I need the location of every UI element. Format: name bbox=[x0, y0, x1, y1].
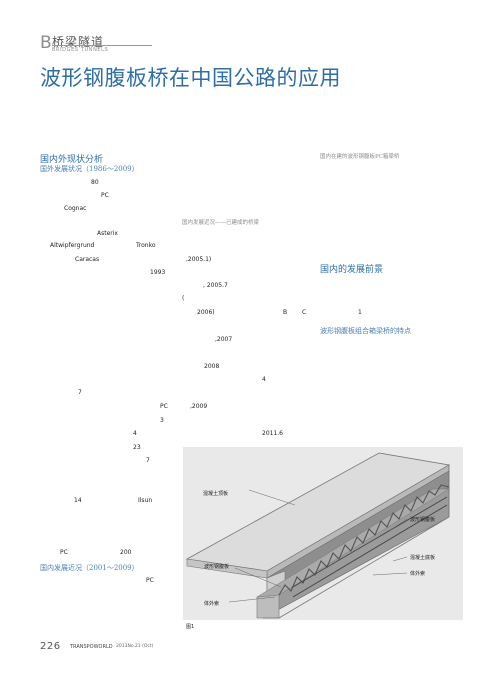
text-fragment: 4 bbox=[262, 376, 266, 383]
heading-foreign-development: 国外发展状况（1986～2009） bbox=[40, 165, 139, 173]
section-rule bbox=[52, 45, 152, 46]
text-fragment: 7 bbox=[78, 389, 82, 396]
text-fragment: 14 bbox=[74, 497, 82, 504]
page-number: 226 bbox=[40, 641, 61, 652]
text-fragment: Ilsun bbox=[138, 497, 153, 504]
callout-external-tendon-right: 体外索 bbox=[410, 571, 426, 577]
text-fragment: 7 bbox=[146, 457, 150, 464]
text-fragment: ,2005.1) bbox=[186, 256, 212, 263]
text-fragment: PC bbox=[160, 403, 168, 410]
callout-concrete-top-slab: 混凝土顶板 bbox=[203, 491, 229, 497]
text-fragment: 2008 bbox=[204, 363, 220, 370]
figure-caption: 图1 bbox=[186, 624, 195, 630]
text-fragment: , 2005.7 bbox=[203, 282, 228, 289]
text-fragment: 3 bbox=[160, 417, 164, 424]
text-fragment: 1993 bbox=[150, 269, 166, 276]
callout-corrugated-web-right: 波形钢腹板 bbox=[410, 517, 436, 523]
text-fragment: B bbox=[283, 309, 288, 316]
grey-note-mid: 国内发展近况——已建成的桥梁 bbox=[182, 220, 260, 226]
box-girder-illustration bbox=[183, 447, 463, 620]
section-letter: B bbox=[40, 33, 52, 53]
grey-note-right-top: 国内在建的波形钢腹板PC箱梁桥 bbox=[320, 154, 400, 160]
text-fragment: 1 bbox=[358, 309, 362, 316]
text-fragment: 200 bbox=[120, 549, 132, 556]
text-fragment: Altwipfergrund bbox=[50, 242, 95, 249]
text-fragment: PC bbox=[101, 192, 109, 199]
text-fragment: Cognac bbox=[64, 205, 87, 212]
text-fragment: Caracas bbox=[75, 256, 100, 263]
page-title: 波形钢腹板桥在中国公路的应用 bbox=[40, 66, 341, 90]
text-fragment: Asterix bbox=[97, 230, 118, 237]
text-fragment: Tronko bbox=[136, 242, 156, 249]
heading-features: 波形钢腹板组合箱梁桥的特点 bbox=[320, 327, 411, 335]
callout-external-tendon-left: 体外索 bbox=[204, 601, 220, 607]
heading-domestic-early: 国内发展近况（2001～2009） bbox=[40, 564, 139, 572]
heading-status-analysis: 国内外现状分析 bbox=[40, 155, 104, 165]
text-fragment: ,2007 bbox=[215, 336, 233, 343]
text-fragment: 23 bbox=[133, 444, 141, 451]
callout-concrete-bottom-slab: 混凝土底板 bbox=[410, 555, 436, 561]
text-fragment: C bbox=[302, 309, 307, 316]
text-fragment: 2011.6 bbox=[262, 430, 283, 437]
text-fragment: PC bbox=[146, 577, 154, 584]
text-fragment: ( bbox=[182, 295, 185, 302]
text-fragment: ,2009 bbox=[190, 403, 208, 410]
callout-corrugated-web-left: 波形钢腹板 bbox=[204, 564, 230, 570]
text-fragment: 2006) bbox=[197, 309, 215, 316]
bridge-girder-figure bbox=[183, 447, 463, 620]
magazine-name: TRANSPOWORLD bbox=[70, 644, 113, 650]
text-fragment: 4 bbox=[133, 430, 137, 437]
issue-label: 2013No.21 (Oct) bbox=[116, 644, 154, 649]
section-subtitle: BRIDGES TUNNELS bbox=[52, 47, 109, 53]
text-fragment: PC bbox=[60, 549, 68, 556]
heading-domestic-prospects: 国内的发展前景 bbox=[320, 265, 384, 275]
text-fragment: 80 bbox=[91, 179, 99, 186]
